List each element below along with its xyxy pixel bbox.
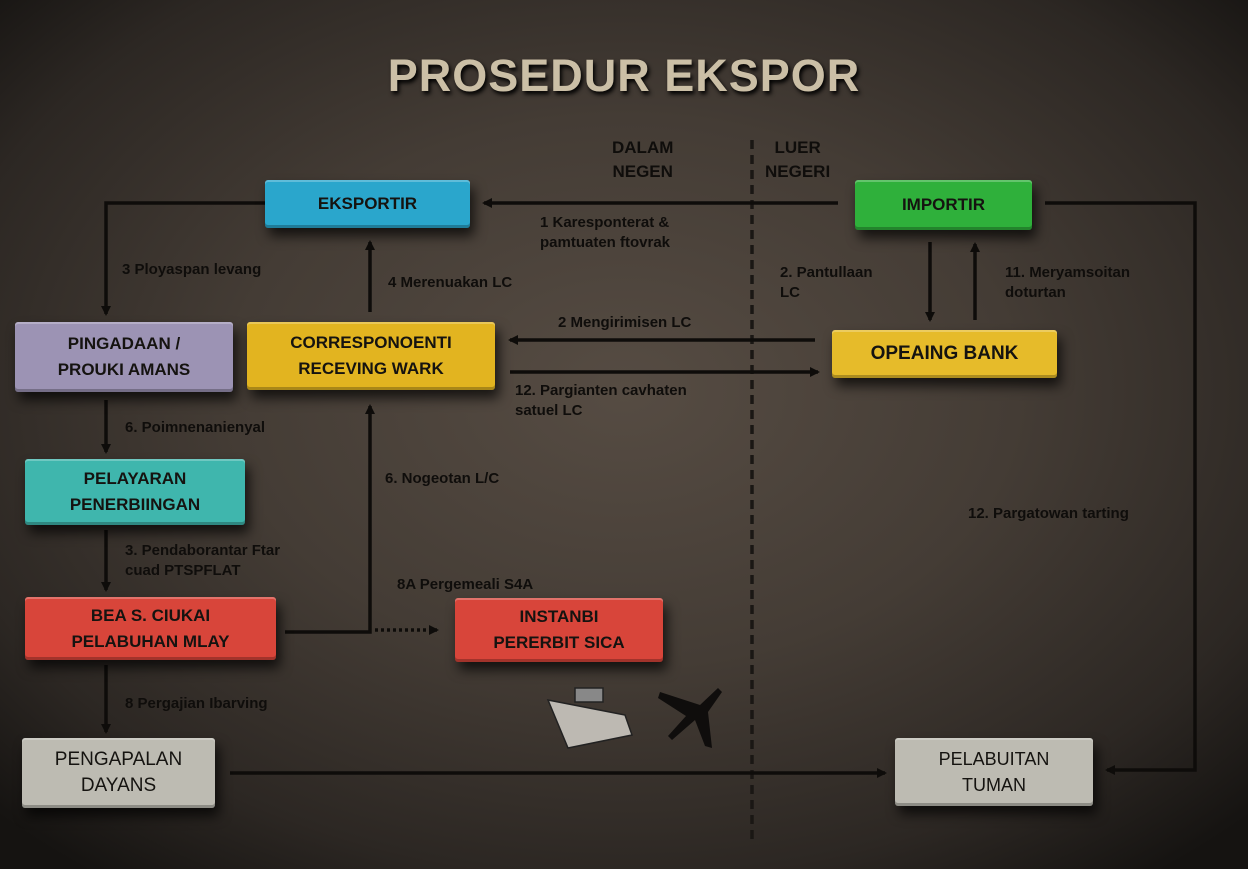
box-importir[interactable]: IMPORTIR	[855, 180, 1032, 230]
arrow-bea-to-correspondent	[285, 404, 375, 634]
step-label-3b: 3. Pendaborantar Ftar cuad PTSPFLAT	[125, 542, 281, 579]
step-label-8a: 8A Pergemeali S4A	[397, 576, 534, 593]
step-label-2: 2 Mengirimisen LC	[558, 314, 692, 331]
step-label-12a: 12. Pargianten cavhaten satuel LC	[515, 382, 687, 419]
step-label-11: 11. Meryamsoitan doturtan	[1005, 264, 1131, 301]
ship-icon	[546, 687, 633, 749]
box-opening-bank[interactable]: OPEAING BANK	[832, 330, 1057, 378]
arrow-importir-to-pelabuhan	[1045, 201, 1197, 775]
airplane-icon	[658, 688, 722, 748]
box-pelayaran[interactable]: PELAYARAN PENERBIINGAN	[25, 459, 245, 525]
step-label-3a: 3 Ployaspan levang	[122, 261, 262, 278]
box-pengadaan[interactable]: PINGADAAN / PROUKI AMANS	[15, 322, 233, 392]
box-pengapalan[interactable]: PENGAPALAN DAYANS	[22, 738, 215, 808]
step-label-6: 6. Poimnenanienyal	[125, 419, 266, 436]
step-label-12b: 12. Pargatowan tarting	[968, 505, 1129, 522]
step-label-4: 4 Merenuakan LC	[388, 274, 513, 291]
step-label-1: 1 Karesponterat & pamtuaten ftovrak	[540, 214, 671, 251]
arrow-eksportir-to-pengadaan	[101, 201, 265, 316]
step-label-6b: 6. Nogeotan L/C	[385, 470, 500, 487]
step-label-2b: 2. Pantullaan LC	[780, 264, 873, 301]
box-eksportir[interactable]: EKSPORTIR	[265, 180, 470, 228]
box-pelabuhan-tujuan[interactable]: PELABUITAN TUMAN	[895, 738, 1093, 806]
box-instansi[interactable]: INSTANBI PERERBIT SICA	[455, 598, 663, 662]
zone-label-foreign: LUER NEGERI	[765, 138, 831, 181]
box-correspondent-bank[interactable]: CORRESPONOENTI RECEVING WARK	[247, 322, 495, 390]
box-bea-cukai[interactable]: BEA S. CIUKAI PELABUHAN MLAY	[25, 597, 276, 660]
diagram-title: PROSEDUR EKSPOR	[387, 50, 861, 101]
step-label-8: 8 Pergajian Ibarving	[125, 695, 268, 712]
zone-label-domestic: DALAM NEGEN	[612, 138, 674, 181]
